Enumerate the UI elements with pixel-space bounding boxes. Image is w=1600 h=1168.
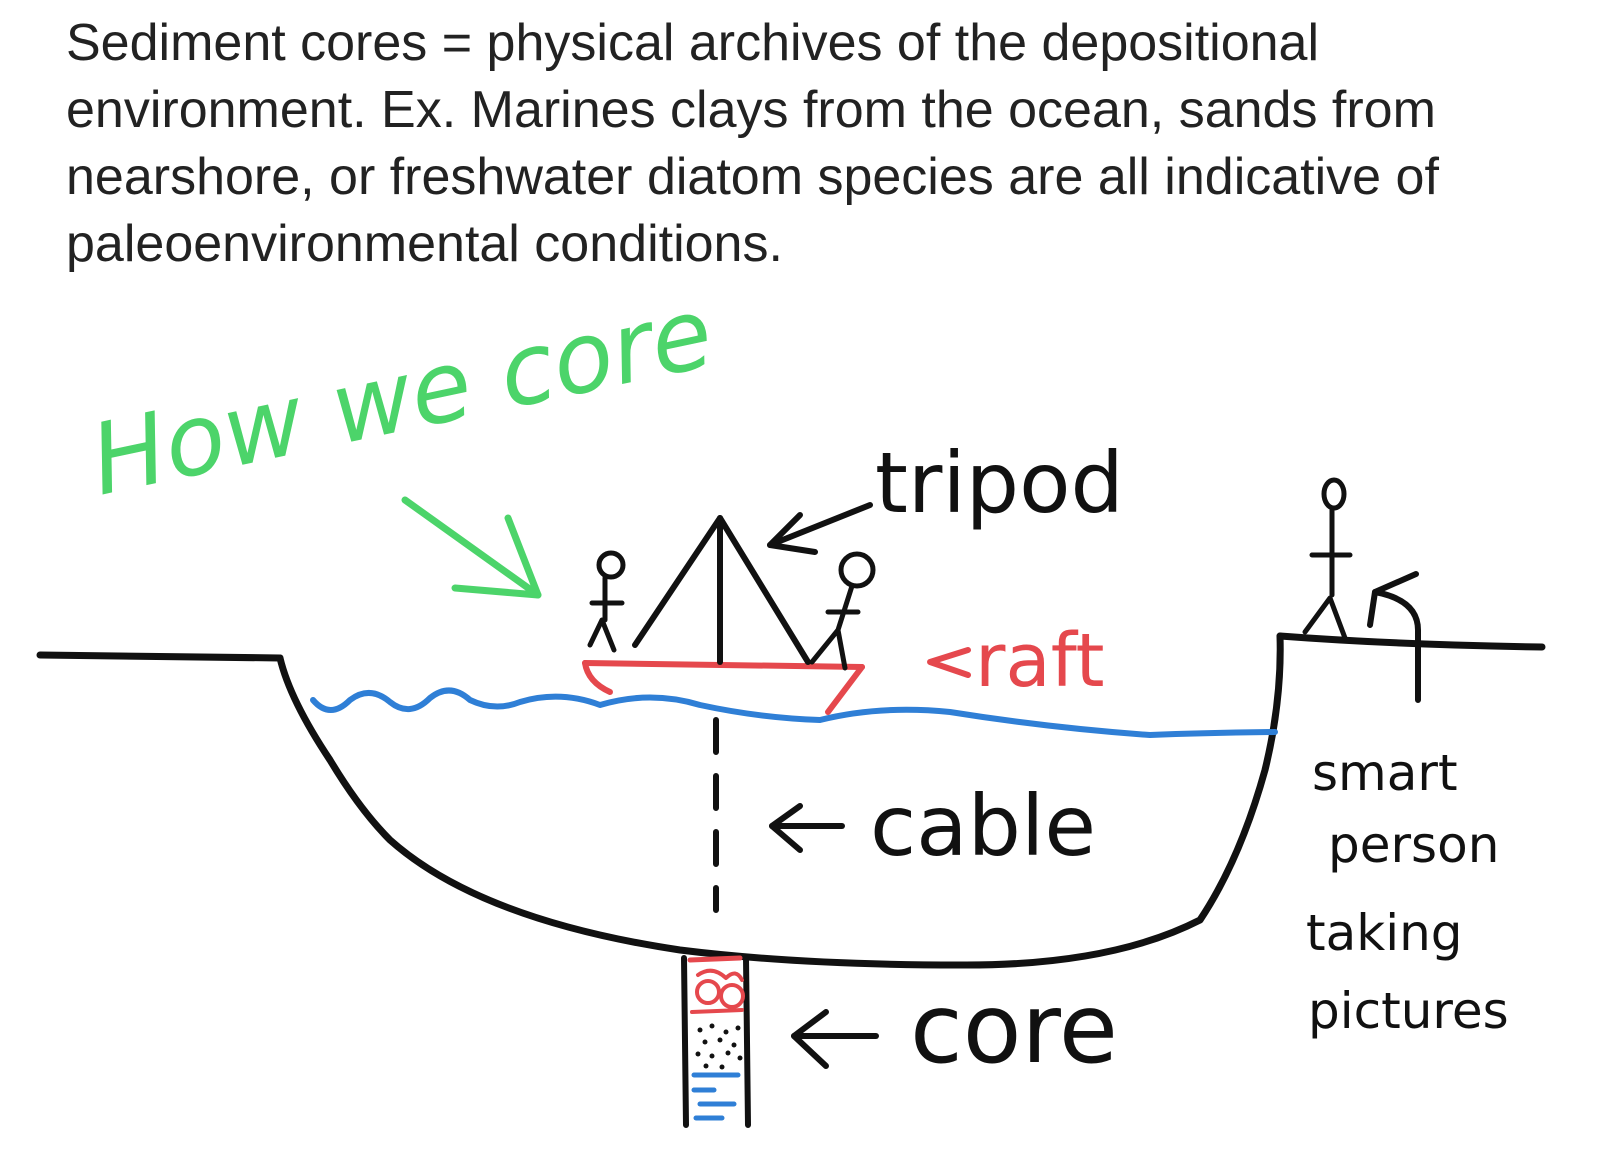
water-surface [313, 690, 1275, 735]
ground-left [40, 655, 280, 658]
ground-right [1280, 636, 1542, 647]
person-label-line1: smart [1312, 744, 1458, 802]
person-label-line2: person [1328, 816, 1499, 874]
title-arrow [405, 500, 538, 595]
core-sand-layer [696, 1024, 743, 1070]
raft-person-right [812, 554, 873, 668]
cable-arrow [772, 806, 842, 850]
shore-person-arrow [1370, 574, 1418, 700]
shore-person [1305, 480, 1350, 638]
lake-basin [280, 636, 1280, 965]
core-label: core [910, 973, 1118, 1085]
cable-label: cable [870, 777, 1096, 875]
raft-label: raft [975, 618, 1105, 704]
core-tube [684, 958, 748, 1125]
tripod-label: tripod [875, 434, 1124, 532]
raft-arrow [930, 650, 968, 675]
title-label: How we core [81, 276, 722, 519]
raft [585, 663, 862, 712]
core-arrow [794, 1012, 876, 1066]
person-label-line4: pictures [1308, 982, 1509, 1040]
tripod-arrow [770, 505, 870, 552]
raft-person-left [590, 553, 623, 650]
person-label-line3: taking [1306, 904, 1463, 962]
core-clay-layer [694, 1075, 738, 1118]
